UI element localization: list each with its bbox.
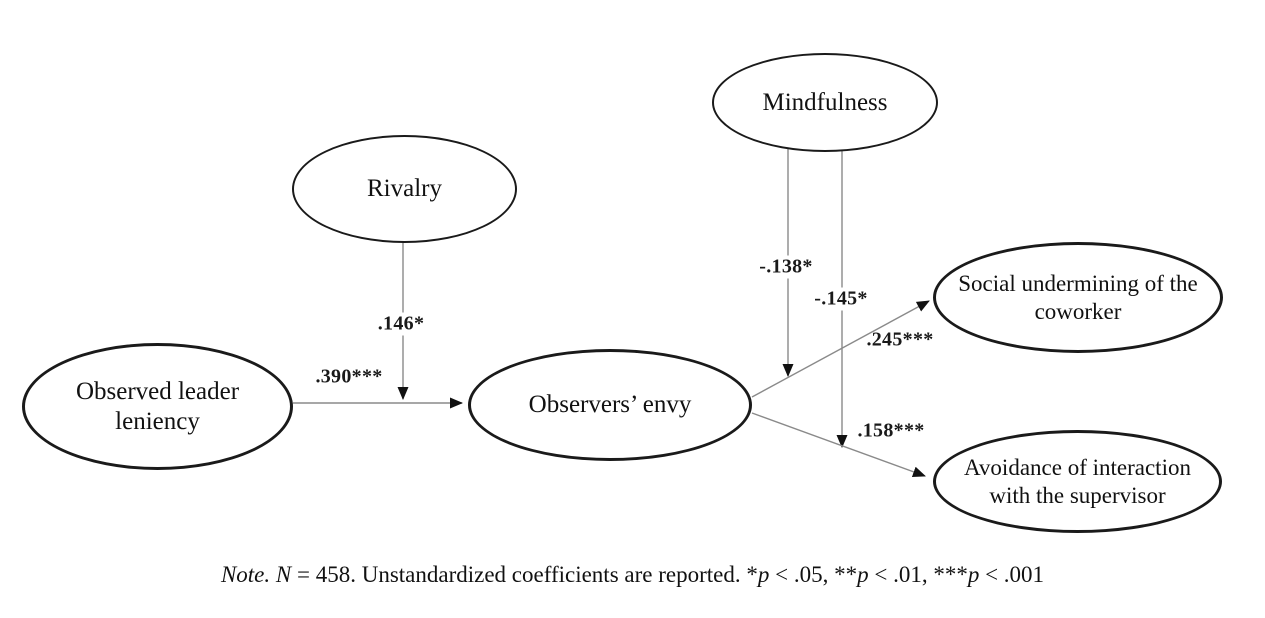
arrow-envy-to-undermining — [751, 300, 930, 398]
node-label-mindfulness: Mindfulness — [762, 88, 888, 116]
node-observed-leader-leniency: Observed leader leniency — [22, 343, 293, 470]
figure-note: Note. N = 458. Unstandardized coefficien… — [0, 562, 1265, 588]
node-label-observers-envy: Observers’ envy — [528, 391, 692, 419]
node-label-rivalry: Rivalry — [367, 175, 442, 203]
node-rivalry: Rivalry — [292, 135, 517, 243]
node-label-social-undermining: Social undermining of the coworker — [958, 271, 1198, 324]
node-social-undermining: Social undermining of the coworker — [933, 242, 1223, 353]
coefficient-mindfulness-moderation-1: -.138* — [755, 255, 817, 279]
coefficient-envy-undermining: .245*** — [866, 328, 934, 351]
note-text-1: = 458. Unstandardized coefficients are r… — [291, 562, 758, 587]
arrow-envy-to-avoidance — [751, 412, 926, 478]
note-text-2: < .05, ** — [769, 562, 858, 587]
node-avoidance-of-interaction: Avoidance of interaction with the superv… — [933, 430, 1222, 533]
coefficient-envy-avoidance: .158*** — [857, 419, 925, 442]
coefficient-rivalry-moderation: .146* — [373, 312, 429, 336]
note-word-note: Note. — [220, 562, 276, 587]
note-n-symbol: N — [275, 562, 292, 587]
note-p-symbol-1: p — [757, 562, 770, 587]
note-text-3: < .01, *** — [868, 562, 968, 587]
note-p-symbol-3: p — [967, 562, 980, 587]
coefficient-leniency-envy: .390*** — [315, 365, 383, 388]
node-mindfulness: Mindfulness — [712, 53, 938, 152]
node-label-observed-leader-leniency: Observed leader leniency — [75, 378, 240, 435]
note-p-symbol-2: p — [857, 562, 869, 587]
note-text-4: < .001 — [979, 562, 1045, 587]
coefficient-mindfulness-moderation-2: -.145* — [810, 287, 872, 311]
node-observers-envy: Observers’ envy — [468, 349, 752, 461]
node-label-avoidance-of-interaction: Avoidance of interaction with the superv… — [964, 455, 1191, 508]
